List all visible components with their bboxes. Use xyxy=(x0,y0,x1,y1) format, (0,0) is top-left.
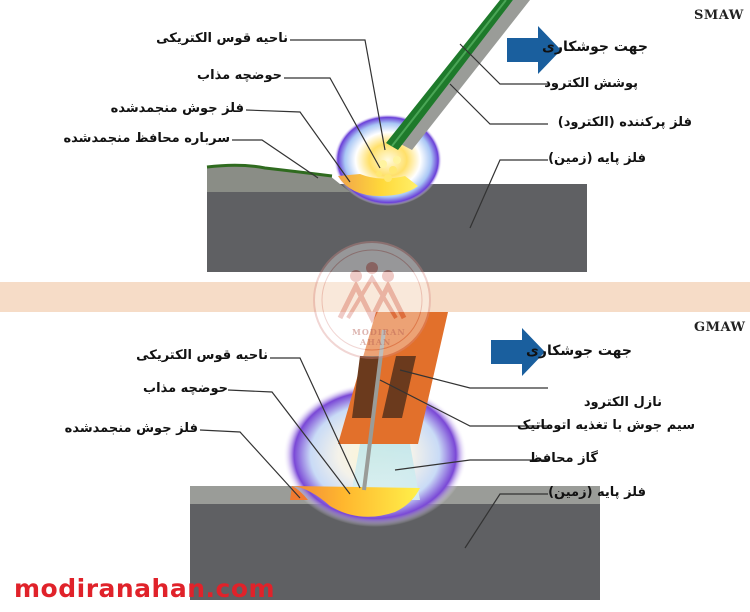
gmaw-direction-label: جهت جوشکاری xyxy=(526,343,632,359)
smaw-label-solid-weld: فلز جوش منجمدشده xyxy=(110,101,244,116)
watermark-logo xyxy=(313,241,431,359)
gmaw-label-weld-pool: حوضچه مذاب xyxy=(143,381,228,396)
gmaw-label-nozzle: نازل الکترود xyxy=(583,395,662,410)
gmaw-label-solid-weld: فلز جوش منجمدشده xyxy=(64,421,198,436)
gmaw-label-gas: گاز محافظ xyxy=(528,451,598,466)
gmaw-label-arc-zone: ناحیه قوس الکتریکی xyxy=(136,348,268,363)
gmaw-weld-pool xyxy=(292,486,420,517)
gmaw-direction-arrow xyxy=(491,328,545,376)
watermark-line1: MODIRAN xyxy=(352,327,406,337)
smaw-label-slag: سرباره محافظ منجمدشده xyxy=(63,131,231,146)
smaw-direction-arrow xyxy=(507,26,561,74)
smaw-tag: SMAW xyxy=(694,8,744,23)
smaw-weld-pool xyxy=(338,174,418,196)
watermark-line2: AHAN xyxy=(360,337,392,347)
gmaw-tag: GMAW xyxy=(694,320,746,335)
smaw-label-filler: فلز پرکننده (الکترود) xyxy=(557,115,692,130)
smaw-solid-weld xyxy=(207,165,350,192)
smaw-droplets xyxy=(376,156,401,182)
panel-divider xyxy=(0,282,750,312)
smaw-electrode-core xyxy=(386,0,513,150)
gmaw-label-wire: سیم جوش با تغذیه اتوماتیک xyxy=(516,418,695,433)
smaw-slag-line xyxy=(206,163,333,178)
gmaw-wire xyxy=(362,329,386,491)
smaw-label-coating: پوشش الکترود xyxy=(544,76,638,91)
smaw-direction-label: جهت جوشکاری xyxy=(542,39,648,55)
smaw-label-arc-zone: ناحیه قوس الکتریکی xyxy=(156,31,288,46)
smaw-label-weld-pool: حوضچه مذاب xyxy=(197,68,282,83)
smaw-electrode-coating xyxy=(393,0,530,150)
smaw-label-base: فلز پایه (زمین) xyxy=(548,151,646,166)
gmaw-label-base: فلز پایه (زمین) xyxy=(548,485,646,500)
site-url: modiranahan.com xyxy=(14,574,276,603)
